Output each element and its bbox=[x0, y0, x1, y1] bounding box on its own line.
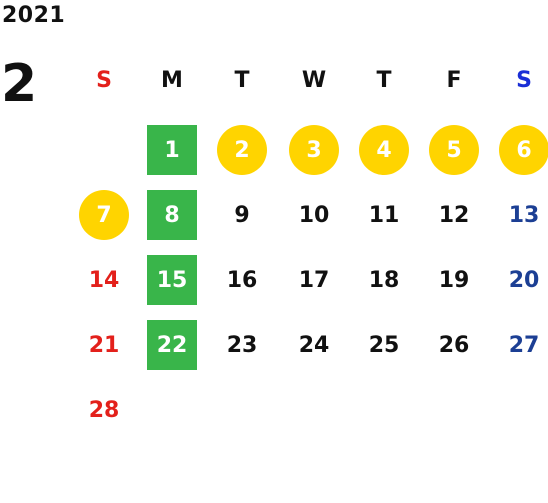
day-cell-22: 22 bbox=[147, 320, 197, 370]
weekday-header-wednesday: W bbox=[301, 68, 327, 93]
day-cell-14: 14 bbox=[88, 267, 120, 293]
day-cell-4: 4 bbox=[359, 125, 409, 175]
day-cell-1: 1 bbox=[147, 125, 197, 175]
day-cell-15: 15 bbox=[147, 255, 197, 305]
day-cell-21: 21 bbox=[88, 332, 120, 358]
day-cell-18: 18 bbox=[368, 267, 400, 293]
day-cell-9: 9 bbox=[234, 202, 250, 228]
weekday-header-monday: M bbox=[161, 68, 183, 93]
calendar-month: 2 bbox=[1, 54, 38, 114]
day-cell-26: 26 bbox=[438, 332, 470, 358]
day-cell-8: 8 bbox=[147, 190, 197, 240]
weekday-header-tuesday: T bbox=[234, 68, 250, 93]
day-cell-17: 17 bbox=[298, 267, 330, 293]
day-cell-7: 7 bbox=[79, 190, 129, 240]
day-cell-25: 25 bbox=[368, 332, 400, 358]
day-cell-16: 16 bbox=[226, 267, 258, 293]
weekday-header-friday: F bbox=[446, 68, 462, 93]
day-cell-23: 23 bbox=[226, 332, 258, 358]
day-cell-6: 6 bbox=[499, 125, 548, 175]
calendar-year: 2021 bbox=[2, 3, 66, 28]
day-cell-24: 24 bbox=[298, 332, 330, 358]
day-cell-11: 11 bbox=[368, 202, 400, 228]
day-cell-10: 10 bbox=[298, 202, 330, 228]
day-cell-19: 19 bbox=[438, 267, 470, 293]
weekday-header-thursday: T bbox=[376, 68, 392, 93]
day-cell-12: 12 bbox=[438, 202, 470, 228]
day-cell-13: 13 bbox=[508, 202, 540, 228]
day-cell-5: 5 bbox=[429, 125, 479, 175]
day-cell-3: 3 bbox=[289, 125, 339, 175]
day-cell-27: 27 bbox=[508, 332, 540, 358]
weekday-header-saturday: S bbox=[516, 68, 532, 93]
day-cell-2: 2 bbox=[217, 125, 267, 175]
day-cell-28: 28 bbox=[88, 397, 120, 423]
weekday-header-sunday: S bbox=[96, 68, 112, 93]
day-cell-20: 20 bbox=[508, 267, 540, 293]
